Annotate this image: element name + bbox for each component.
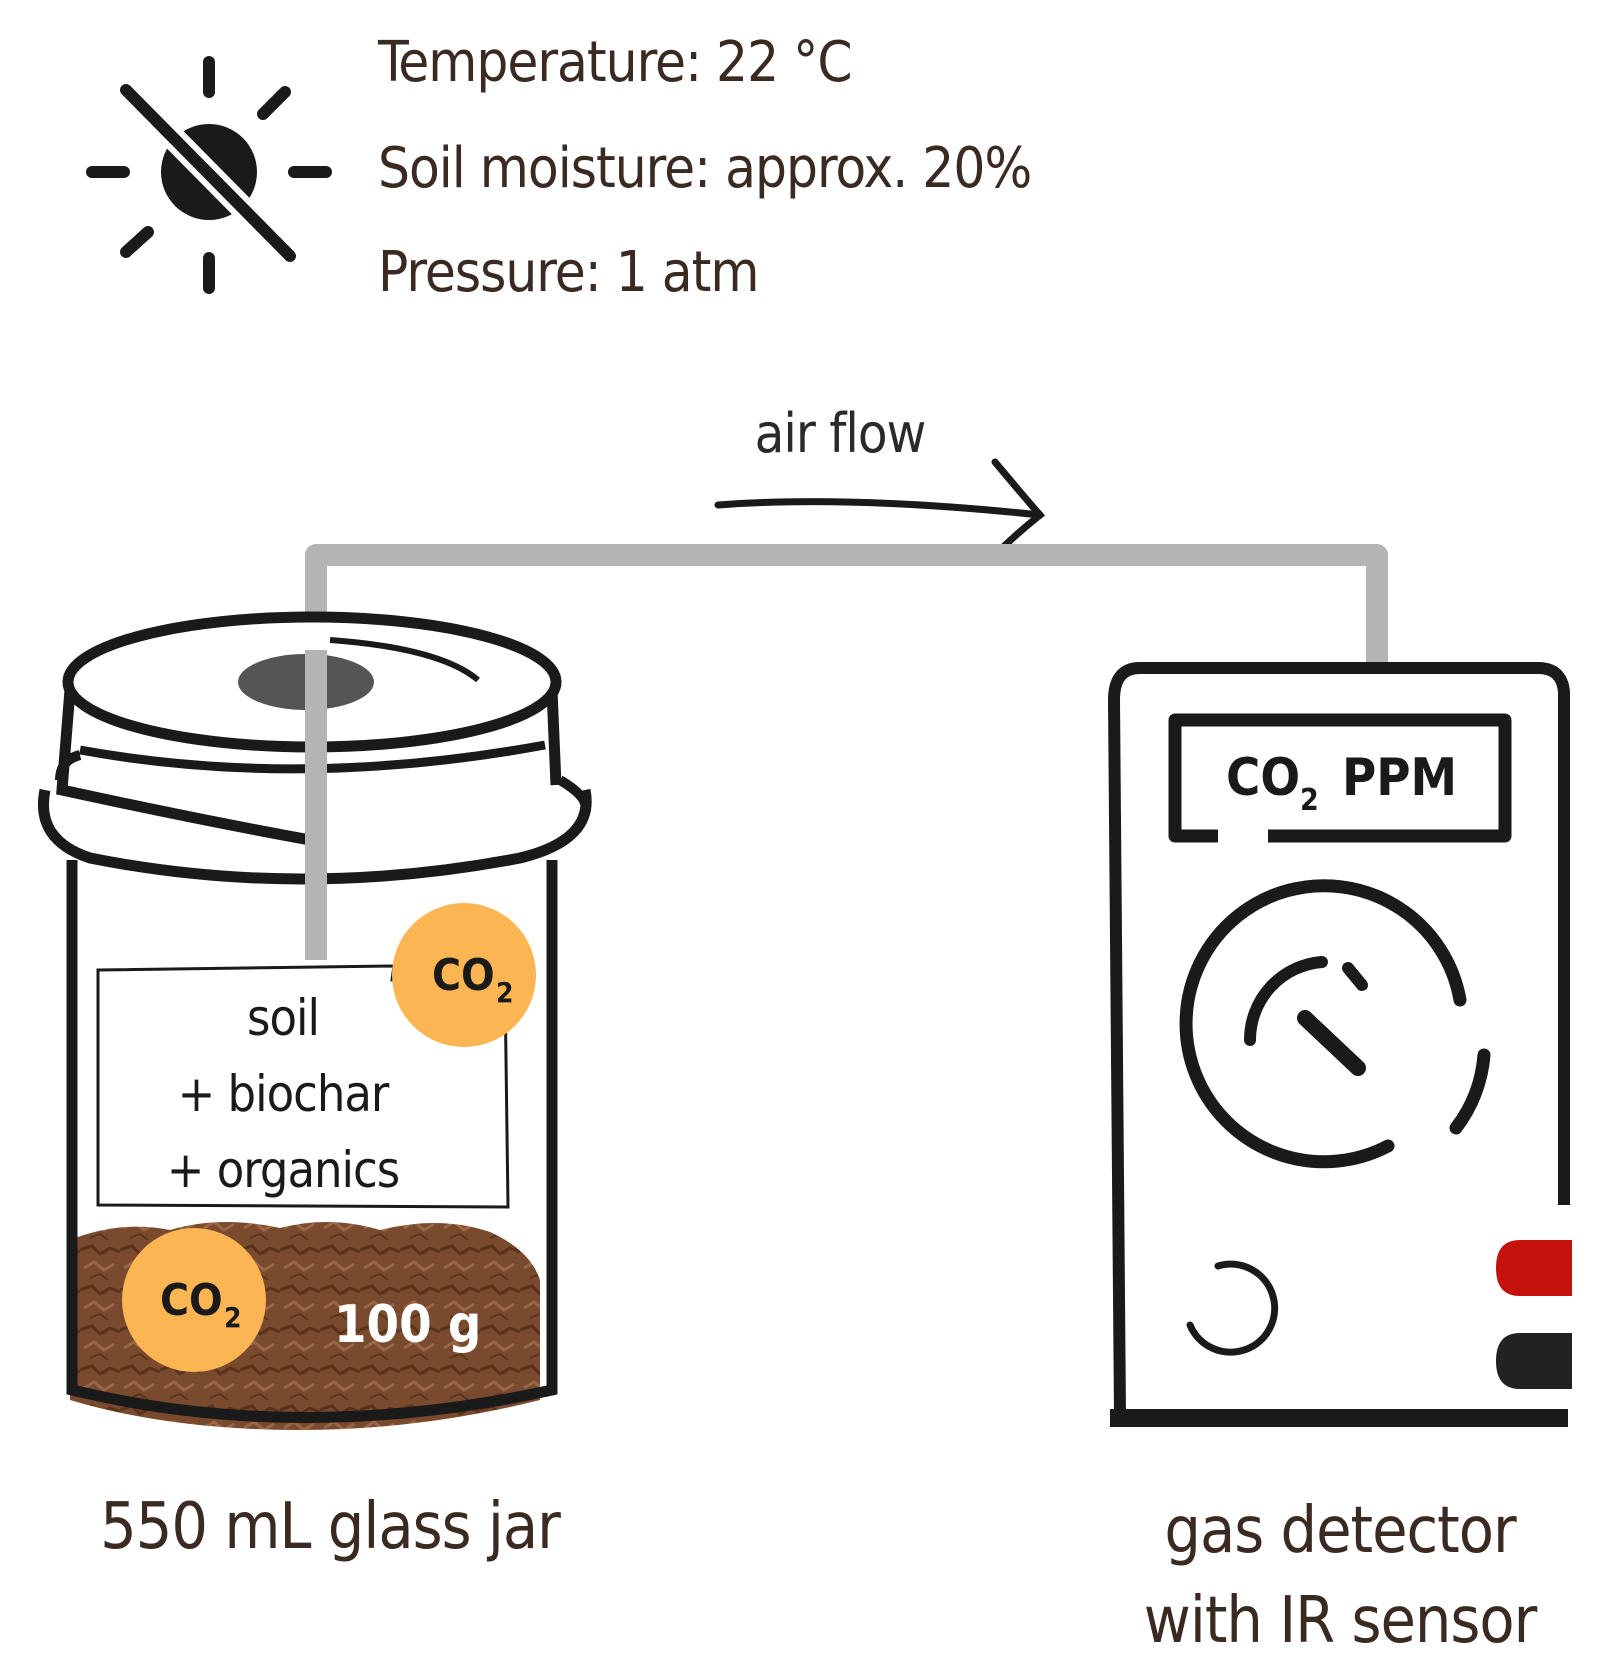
air-flow-label: air flow (754, 402, 927, 465)
co2-badge-bottom (122, 1228, 266, 1372)
contents-organics: + organics (166, 1141, 400, 1199)
gas-detector (1108, 662, 1572, 1427)
soil-mass-label: 100 g (334, 1295, 481, 1355)
display-co2-subscript: 2 (1300, 783, 1319, 818)
contents-soil: soil (247, 989, 320, 1047)
jar-contents-list: soil + biochar + organics (118, 980, 448, 1208)
co2-badge-top (392, 903, 536, 1047)
contents-biochar: + biochar (177, 1065, 390, 1123)
red-probe-port (1496, 1240, 1572, 1296)
air-flow-arrow (714, 458, 1046, 559)
badge-top-co2-subscript: 2 (496, 976, 514, 1009)
soil-moisture-label: Soil moisture: approx. 20% (378, 136, 1032, 201)
badge-top-co2-label: CO (432, 950, 495, 1001)
detector-caption: gas detector with IR sensor (1090, 1486, 1590, 1666)
display-co2-label: CO (1226, 748, 1300, 808)
temperature-label: Temperature: 22 °C (378, 30, 853, 95)
detector-caption-line-2: with IR sensor (1143, 1584, 1538, 1658)
no-sun-icon (86, 56, 332, 294)
detector-display (1168, 713, 1512, 843)
jar-caption: 550 mL glass jar (100, 1490, 561, 1564)
pressure-label: Pressure: 1 atm (378, 240, 759, 305)
badge-bottom-co2-subscript: 2 (224, 1301, 242, 1334)
badge-bottom-co2-label: CO (160, 1275, 223, 1326)
glass-jar (38, 611, 592, 1430)
power-button-icon (1186, 1260, 1279, 1356)
detector-caption-line-1: gas detector (1164, 1494, 1516, 1568)
display-ppm-label: PPM (1342, 748, 1457, 808)
dial-icon (1179, 879, 1491, 1169)
black-probe-port (1496, 1333, 1572, 1389)
